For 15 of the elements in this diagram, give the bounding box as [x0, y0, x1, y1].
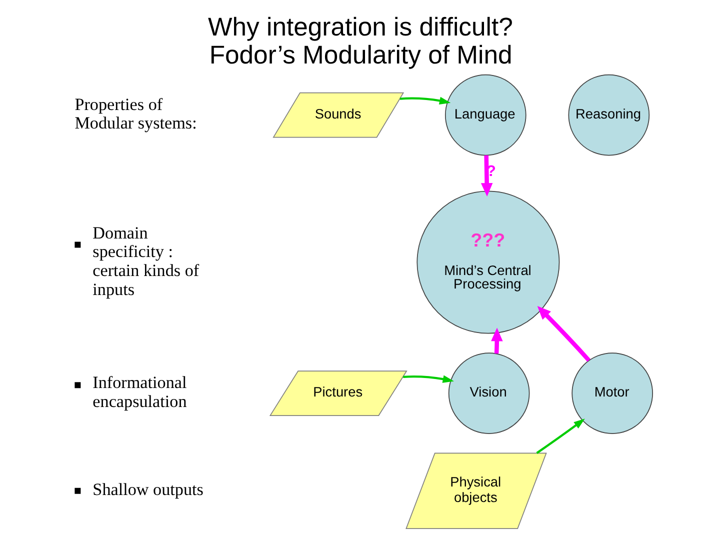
arrow	[537, 306, 590, 362]
node-circle: Vision	[448, 352, 530, 434]
arrow	[403, 375, 454, 383]
label: Properties of Modular systems:	[74, 94, 197, 133]
label: Informational encapsulation	[92, 373, 187, 411]
diagram-title: Why integration is difficult? Fodor’s Modularity of Mind	[208, 13, 513, 70]
arrow	[491, 328, 503, 354]
node-circle: Reasoning	[568, 74, 650, 156]
label: Shallow outputs	[92, 480, 204, 500]
arrow	[536, 418, 585, 454]
arrow	[400, 96, 451, 105]
label: Domain specificity : certain kinds of inputs	[92, 223, 200, 299]
node-circle: ??? Mind’s Central Processing	[416, 190, 560, 334]
arrow	[480, 155, 493, 197]
node-circle: Language	[444, 74, 526, 156]
